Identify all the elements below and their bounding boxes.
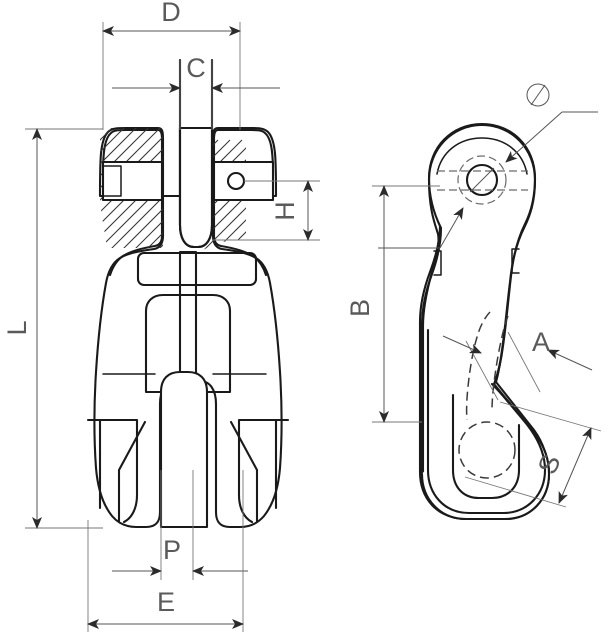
- clevis-slot-fill: [178, 126, 214, 249]
- center-rib: [159, 370, 209, 529]
- claw-right: [237, 418, 290, 524]
- claw-right-chamfer: [229, 420, 259, 523]
- dim-B-label: B: [345, 299, 375, 317]
- dim-A-arrow-right: [547, 349, 593, 371]
- pin-head-step: [102, 165, 122, 197]
- shank-mark-right: [511, 248, 520, 274]
- dimension-D: D: [102, 0, 241, 130]
- phi-symbol-group: [526, 83, 550, 107]
- dimension-C: C: [112, 53, 280, 130]
- dimension-P: P: [112, 470, 248, 580]
- hook-tip-outer: [426, 328, 547, 515]
- id-plate-rect: [136, 251, 258, 287]
- side-view-group: [418, 122, 551, 521]
- hook-eye-inner-arc: [436, 137, 528, 175]
- shank-mark-left: [433, 250, 442, 276]
- phi-circle-icon: [526, 83, 550, 107]
- hook-latch-hidden-bore: [458, 421, 516, 479]
- clevis-jaw-left-section: [101, 128, 164, 277]
- dimension-E: E: [87, 470, 244, 632]
- dim-PHI-leader-lower: [439, 207, 464, 249]
- dim-E-label: E: [157, 587, 175, 617]
- eye-boss-hidden-circle: [457, 155, 507, 205]
- dim-S-ext-top: [499, 401, 602, 432]
- dim-D-label: D: [161, 0, 181, 27]
- eye-bore-circle: [465, 163, 499, 197]
- hook-outer-right: [492, 178, 537, 387]
- dim-A-ext-right: [507, 331, 541, 393]
- dim-P-label: P: [163, 535, 181, 565]
- clevis-slot-edge-right: [196, 126, 214, 249]
- hook-eye-head: [427, 123, 537, 182]
- clevis-jaw-right-section: [212, 128, 275, 277]
- dim-H-label: H: [270, 201, 300, 221]
- hook-latch-hidden-outline-2: [491, 315, 509, 411]
- dim-S-line: [558, 427, 592, 504]
- dimension-B: B: [345, 185, 440, 423]
- hook-latch-hidden-outline: [465, 311, 491, 421]
- dim-PHI-leader-upper: [505, 111, 563, 163]
- hook-tip-inner: [451, 393, 521, 500]
- dim-S-ext-bottom: [464, 476, 567, 508]
- pin-bore-clear-left: [103, 162, 162, 200]
- front-view-group: [86, 58, 290, 529]
- dimension-PHI: [378, 83, 598, 249]
- dimension-A: A: [442, 327, 593, 401]
- dimension-H: H: [213, 180, 320, 241]
- claw-left: [86, 418, 139, 524]
- clevis-slot-edge-left: [178, 126, 196, 249]
- eye-bore-diagonal: [469, 167, 495, 193]
- claw-left-chamfer: [117, 420, 147, 523]
- hook-tip-block: [420, 383, 551, 521]
- dimension-L: L: [2, 128, 103, 529]
- phi-slash-icon: [530, 84, 546, 106]
- dim-C-label: C: [186, 53, 206, 83]
- dim-A-arrow-left: [442, 335, 482, 354]
- dim-A-label: A: [532, 327, 550, 357]
- center-pocket: [144, 293, 232, 394]
- dim-L-label: L: [2, 320, 32, 335]
